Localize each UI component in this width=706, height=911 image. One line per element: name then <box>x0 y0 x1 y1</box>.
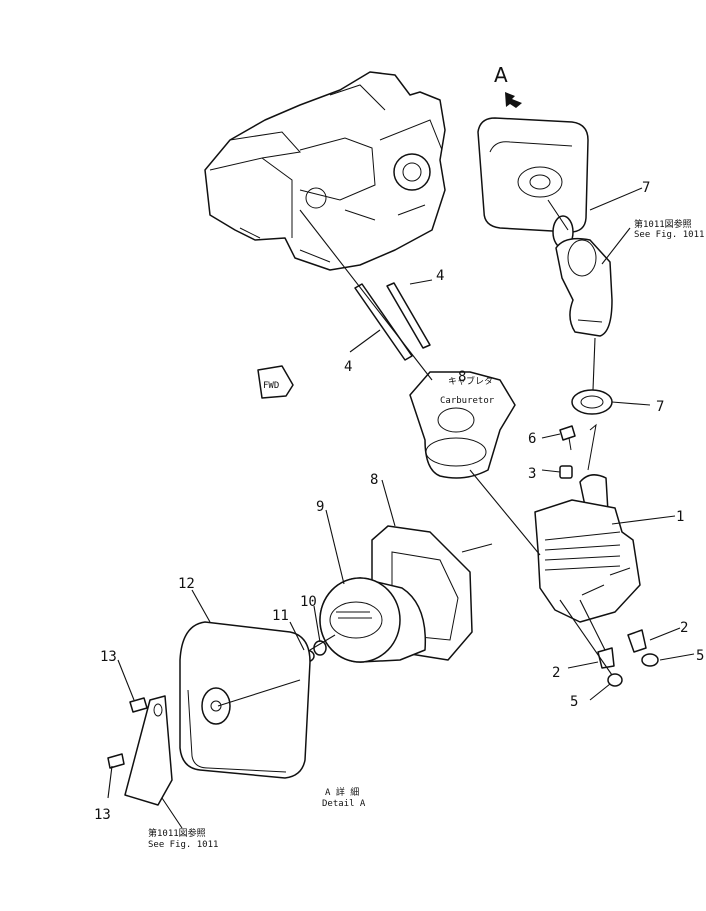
callout-1: 1 <box>676 509 684 525</box>
callout-2-right: 2 <box>680 620 688 636</box>
fwd-arrow-icon: FWD <box>257 365 294 399</box>
cap-5b <box>607 673 623 687</box>
callout-2-left: 2 <box>552 665 560 681</box>
callout-10: 10 <box>300 594 317 610</box>
gasket-7-lower <box>571 389 613 415</box>
callout-8-plate: 8 <box>370 472 378 488</box>
callout-13-bottom: 13 <box>94 807 111 823</box>
callout-3: 3 <box>528 466 536 482</box>
nut-3 <box>559 465 573 479</box>
fitting-2a <box>627 629 647 653</box>
callout-11: 11 <box>272 608 289 624</box>
bolt-6 <box>559 425 576 451</box>
detail-a-jp: A 詳 細 <box>325 786 359 798</box>
callout-13-top: 13 <box>100 649 117 665</box>
air-cleaner-base <box>534 423 641 623</box>
nut-10 <box>313 640 327 656</box>
callout-4-top: 4 <box>436 268 444 284</box>
arrow-icon <box>505 92 522 108</box>
cap-5a <box>641 653 659 667</box>
callout-8-carburetor: 8 <box>458 369 466 385</box>
fig-ref-top-en: See Fig. 1011 <box>634 230 704 240</box>
air-cleaner-cover-top <box>477 117 589 233</box>
detail-a-label: A <box>494 63 508 87</box>
callout-9: 9 <box>316 499 324 515</box>
engine-assembly <box>204 71 446 271</box>
screw-13b <box>107 753 125 769</box>
callout-7-top: 7 <box>642 180 650 196</box>
intake-elbow <box>552 215 613 337</box>
fitting-2b <box>597 647 615 669</box>
callout-4-left: 4 <box>344 359 352 375</box>
stud-bolts <box>354 282 431 361</box>
callout-7-bottom: 7 <box>656 399 664 415</box>
callout-12: 12 <box>178 576 195 592</box>
callout-5-left: 5 <box>570 694 578 710</box>
screw-13a <box>129 697 148 713</box>
fwd-label: FWD <box>263 381 279 391</box>
fig-ref-bottom-jp: 第1011図参照 <box>148 827 206 839</box>
leader-lines <box>107 187 695 829</box>
callout-6: 6 <box>528 431 536 447</box>
fig-ref-top-jp: 第1011図参照 <box>634 218 692 230</box>
air-cleaner-cover-12 <box>179 621 311 779</box>
carburetor-en-label: Carburetor <box>440 396 495 406</box>
carburetor-jp-label: キャブレタ <box>448 375 493 387</box>
detail-a-en: Detail A <box>322 799 366 809</box>
callout-5-right: 5 <box>696 648 704 664</box>
filter-element-9 <box>319 577 427 663</box>
bracket <box>124 695 173 806</box>
fig-ref-bottom-en: See Fig. 1011 <box>148 840 218 850</box>
carburetor: キャブレタ Carburetor <box>409 371 516 479</box>
